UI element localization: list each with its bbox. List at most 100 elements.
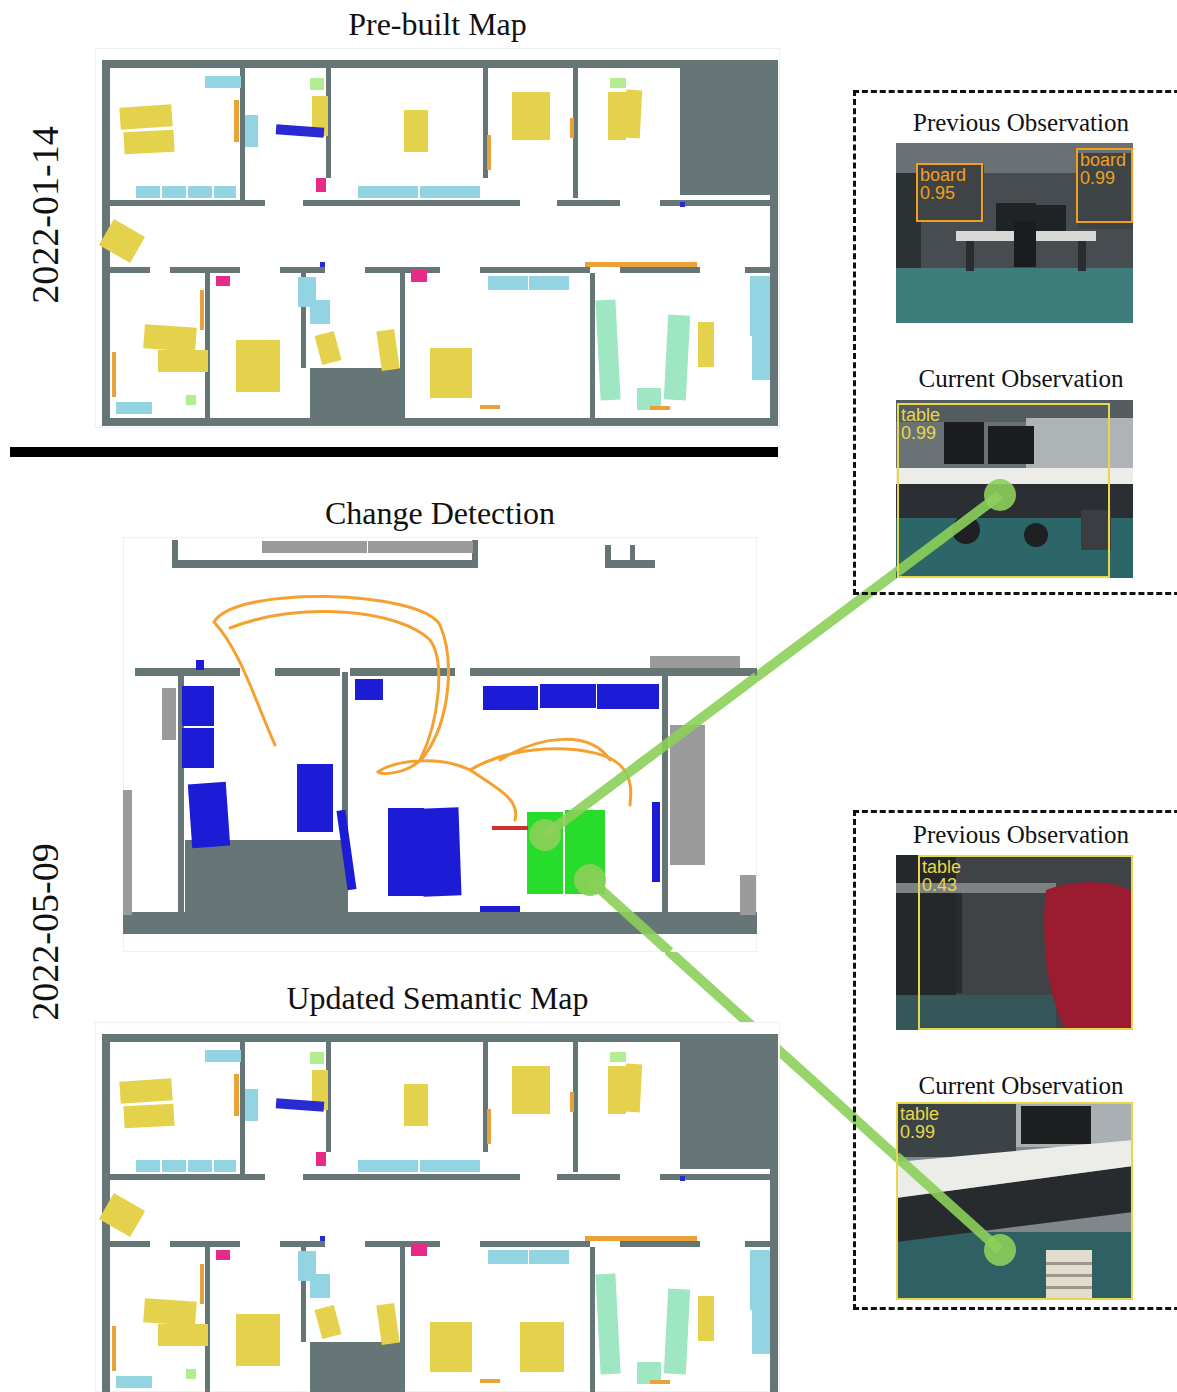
map-object — [595, 300, 620, 401]
map-illustration — [123, 537, 757, 952]
map-object — [116, 402, 152, 414]
map-wall — [110, 267, 150, 273]
observation-box: Previous ObservationCurrent Observationb… — [853, 90, 1177, 595]
map-wall — [310, 1342, 402, 1392]
observation-heading: Current Observation — [856, 365, 1177, 393]
correspondence-link — [757, 572, 897, 677]
photo-shape — [944, 422, 984, 464]
detection-box: table 0.99 — [896, 1102, 1133, 1300]
map-object — [123, 130, 174, 155]
map-object — [650, 406, 670, 410]
map-wall — [662, 672, 668, 917]
map-object — [310, 300, 330, 324]
map-object — [186, 395, 196, 405]
map-object — [752, 1309, 770, 1354]
map-wall — [365, 1241, 440, 1247]
map-object — [585, 262, 645, 267]
observation-box: Previous ObservationCurrent Observationt… — [853, 810, 1177, 1310]
map-object — [698, 322, 714, 367]
map-wall — [620, 1241, 700, 1247]
map-object — [310, 1052, 324, 1064]
map-object — [492, 826, 528, 830]
detection-box: board 0.95 — [916, 163, 983, 222]
photo-shape — [896, 855, 1133, 1030]
map-object — [116, 1376, 152, 1388]
map-object — [245, 115, 258, 147]
date-label: 2022-05-09 — [26, 843, 64, 1020]
map-wall — [123, 912, 757, 934]
map-object — [624, 1064, 642, 1113]
map-object — [188, 1160, 212, 1172]
map-object — [608, 92, 626, 140]
map-object — [355, 679, 383, 700]
map-object — [236, 340, 258, 392]
map-wall — [240, 68, 245, 205]
map-panel: Pre-built Map — [95, 48, 780, 428]
link-end — [897, 479, 1016, 572]
detection-label: board 0.95 — [918, 165, 968, 203]
map-wall — [620, 267, 700, 273]
photo-shape — [966, 241, 974, 271]
map-wall — [470, 668, 757, 676]
map-wall — [303, 1174, 520, 1180]
map-wall — [110, 1241, 150, 1247]
map-wall — [480, 267, 590, 273]
map-panel: Change Detection — [123, 537, 757, 952]
map-object — [488, 276, 528, 290]
panel-title: Updated Semantic Map — [95, 981, 780, 1016]
map-object — [99, 1193, 145, 1237]
photo-shape — [918, 165, 984, 221]
map-illustration — [95, 1022, 780, 1392]
link-segment — [545, 677, 757, 835]
map-object — [487, 135, 491, 170]
map-object — [200, 1264, 204, 1304]
map-object — [258, 340, 280, 392]
photo-shape — [896, 268, 1133, 323]
map-object — [698, 1296, 714, 1341]
map-object — [376, 329, 399, 371]
map-object — [314, 331, 341, 365]
map-object — [585, 1236, 645, 1241]
map-wall — [280, 267, 325, 273]
map-object — [480, 405, 500, 409]
map-wall — [205, 273, 210, 418]
map-object — [162, 1160, 186, 1172]
map-object — [529, 276, 569, 290]
map-object — [608, 1066, 626, 1114]
map-object — [205, 1050, 241, 1062]
photo-shape — [1036, 205, 1066, 231]
map-wall — [102, 60, 778, 68]
map-ground — [95, 1022, 780, 1392]
link-dot — [984, 1234, 1016, 1266]
map-object — [214, 186, 236, 198]
observation-heading: Previous Observation — [856, 821, 1177, 849]
map-object — [645, 1236, 697, 1241]
map-wall — [590, 273, 595, 418]
map-object — [358, 1160, 418, 1172]
map-object — [297, 764, 333, 832]
map-object — [652, 802, 660, 882]
map-object — [216, 276, 230, 286]
map-object — [610, 1052, 626, 1062]
map-object — [368, 541, 473, 553]
detection-box: table 0.43 — [918, 855, 1133, 1030]
link-segment — [896, 1156, 1000, 1250]
photo-shape — [896, 1102, 1133, 1300]
map-object — [512, 92, 532, 140]
detection-label: board 0.99 — [1078, 150, 1128, 188]
map-wall — [745, 1241, 770, 1247]
map-wall — [205, 1247, 210, 1392]
map-wall — [102, 418, 778, 426]
map-object — [450, 348, 472, 398]
map-object — [310, 78, 324, 90]
map-wall — [660, 200, 770, 206]
map-object — [358, 186, 418, 198]
map-object — [316, 1152, 326, 1166]
map-wall — [557, 200, 620, 206]
map-object — [483, 686, 538, 710]
map-object — [532, 1066, 550, 1114]
map-object — [136, 186, 160, 198]
photo-shape — [1021, 1106, 1091, 1144]
map-object — [670, 725, 705, 865]
